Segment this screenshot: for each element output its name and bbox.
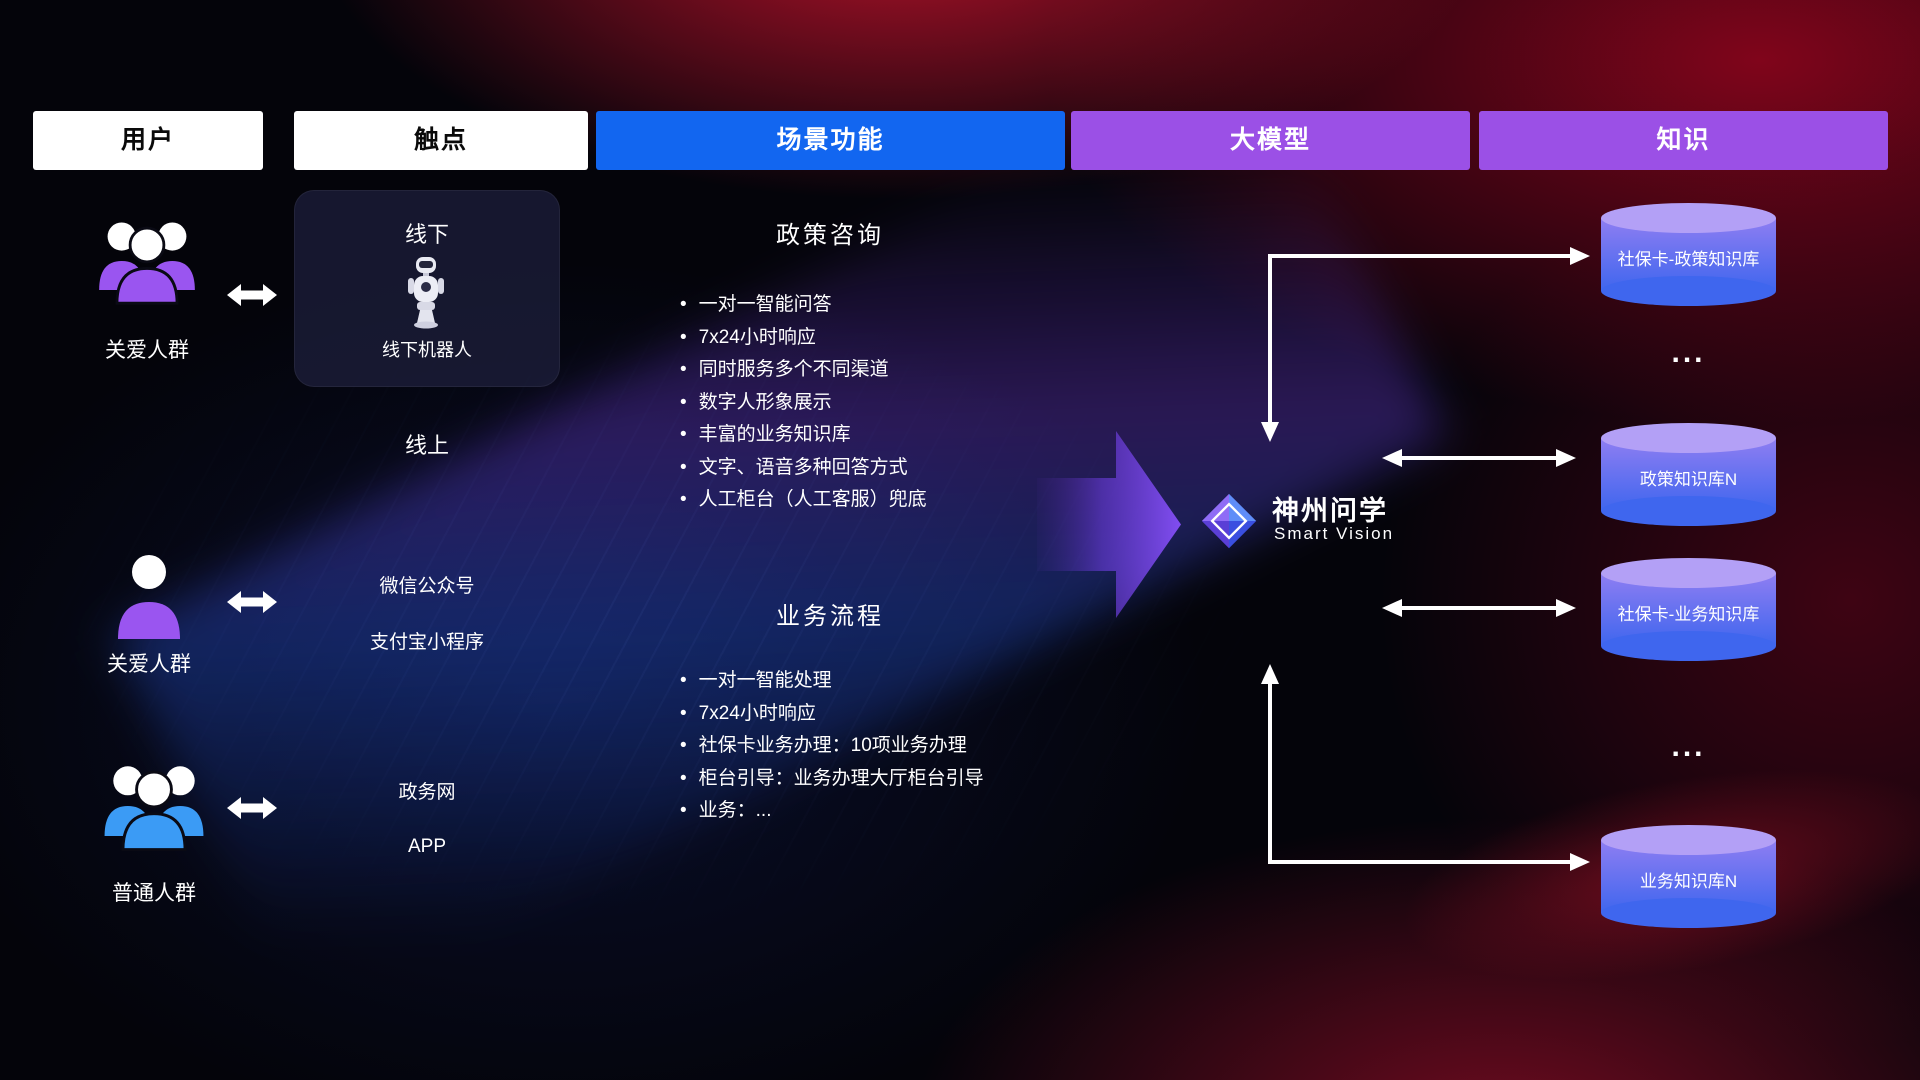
feature-item: 数字人形象展示 (680, 387, 927, 420)
feature-item: 7x24小时响应 (680, 698, 984, 731)
ellipsis-more: ... (1671, 730, 1706, 763)
feature-item: 一对一智能处理 (680, 665, 984, 698)
column-header-scene-functions: 场景功能 (596, 111, 1065, 170)
user-group-label: 关爱人群 (105, 339, 189, 362)
policy-consult-list: 一对一智能问答 7x24小时响应 同时服务多个不同渠道 数字人形象展示 丰富的业… (680, 289, 927, 517)
offline-robot-label: 线下机器人 (382, 340, 472, 360)
channel-alipay-miniapp: 支付宝小程序 (369, 632, 484, 653)
bidirectional-arrow-icon (227, 797, 277, 819)
offline-title: 线下 (404, 222, 449, 247)
model-name: 神州问学 (1272, 496, 1388, 526)
database-icon (1601, 558, 1776, 661)
knowledge-db-label: 社保卡-政策知识库 (1617, 249, 1760, 269)
knowledge-db-business-n: 业务知识库N (1601, 824, 1776, 929)
database-icon (1601, 423, 1776, 526)
feature-item: 社保卡业务办理：10项业务办理 (680, 730, 984, 763)
feature-item: 丰富的业务知识库 (680, 419, 927, 452)
smart-vision-logo-icon (1201, 493, 1257, 549)
section-title-policy-consult: 政策咨询 (776, 222, 884, 249)
column-header-llm: 大模型 (1071, 111, 1470, 170)
knowledge-db-social-policy: 社保卡-政策知识库 (1601, 202, 1776, 307)
flow-arrow (1037, 431, 1181, 618)
column-header-knowledge: 知识 (1479, 111, 1888, 170)
feature-item: 同时服务多个不同渠道 (680, 354, 927, 387)
column-header-touchpoint: 触点 (294, 111, 588, 170)
person-icon (118, 555, 180, 639)
knowledge-db-label: 社保卡-业务知识库 (1617, 604, 1760, 624)
database-icon (1601, 825, 1776, 928)
channel-app: APP (407, 836, 447, 857)
robot-icon (408, 257, 444, 329)
feature-item: 人工柜台（人工客服）兜底 (680, 484, 927, 517)
feature-item: 文字、语音多种回答方式 (680, 452, 927, 485)
bidirectional-arrow-icon (227, 284, 277, 306)
channel-gov-web: 政务网 (398, 782, 456, 803)
channel-wechat: 微信公众号 (379, 576, 475, 597)
user-group-label: 普通人群 (112, 882, 196, 905)
people-group-icon (104, 766, 204, 852)
feature-item: 一对一智能问答 (680, 289, 927, 322)
knowledge-db-label: 业务知识库N (1639, 871, 1738, 891)
online-title: 线上 (404, 433, 449, 458)
column-header-user: 用户 (33, 111, 263, 170)
knowledge-db-social-business: 社保卡-业务知识库 (1601, 557, 1776, 662)
user-group-label: 关爱人群 (107, 653, 191, 676)
database-icon (1601, 203, 1776, 306)
ellipsis-more: ... (1671, 336, 1706, 369)
knowledge-db-label: 政策知识库N (1639, 469, 1738, 489)
business-process-list: 一对一智能处理 7x24小时响应 社保卡业务办理：10项业务办理 柜台引导：业务… (680, 665, 984, 828)
offline-touchpoint-card: 线下 线下机器人 (294, 190, 560, 387)
people-group-icon (99, 222, 195, 305)
feature-item: 7x24小时响应 (680, 322, 927, 355)
feature-item: 柜台引导：业务办理大厅柜台引导 (680, 763, 984, 796)
model-subtitle: Smart Vision (1274, 524, 1395, 543)
feature-item: 业务：... (680, 795, 984, 828)
knowledge-db-policy-n: 政策知识库N (1601, 422, 1776, 527)
bidirectional-arrow-icon (227, 591, 277, 613)
section-title-business-process: 业务流程 (776, 603, 884, 630)
